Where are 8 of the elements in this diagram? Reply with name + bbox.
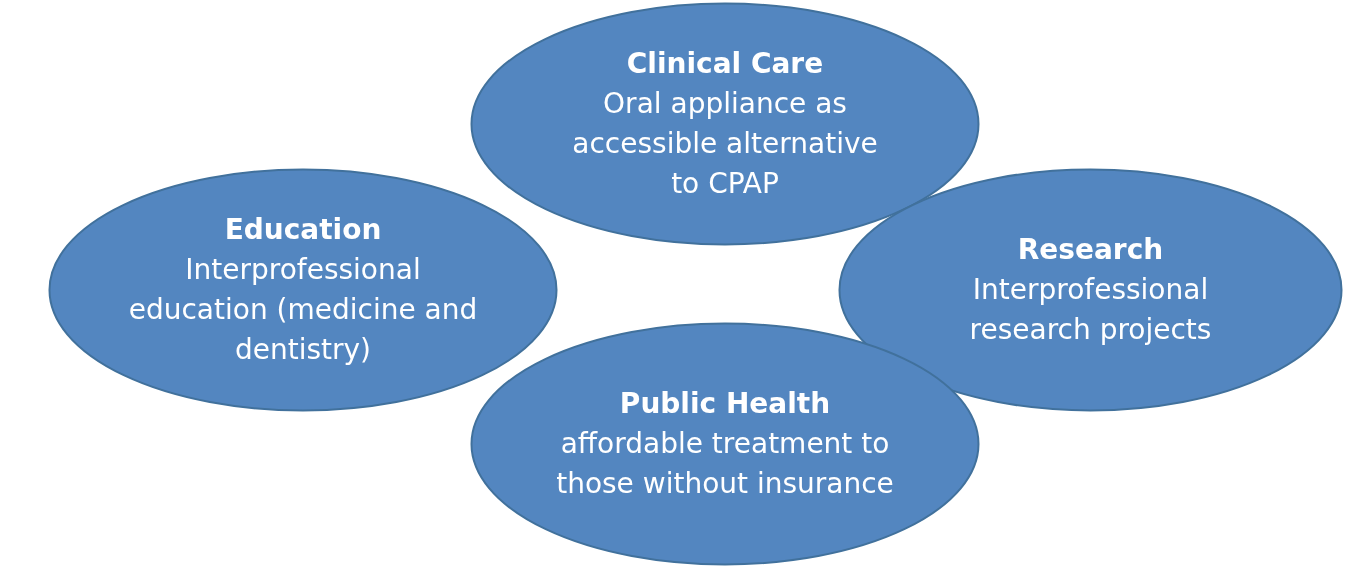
topic-description: Oral appliance as accessible alternative to CPAP [571, 86, 879, 202]
topic-heading: Public Health [619, 386, 831, 422]
topic-heading: Education [224, 212, 382, 248]
topic-heading: Research [1017, 232, 1164, 268]
topic-description: affordable treatment to those without insurance [555, 426, 895, 502]
topic-description: Interprofessional education (medicine and dentistry) [128, 252, 478, 368]
topic-heading: Clinical Care [626, 46, 824, 82]
topic-description: Interprofessional research projects [968, 272, 1213, 348]
